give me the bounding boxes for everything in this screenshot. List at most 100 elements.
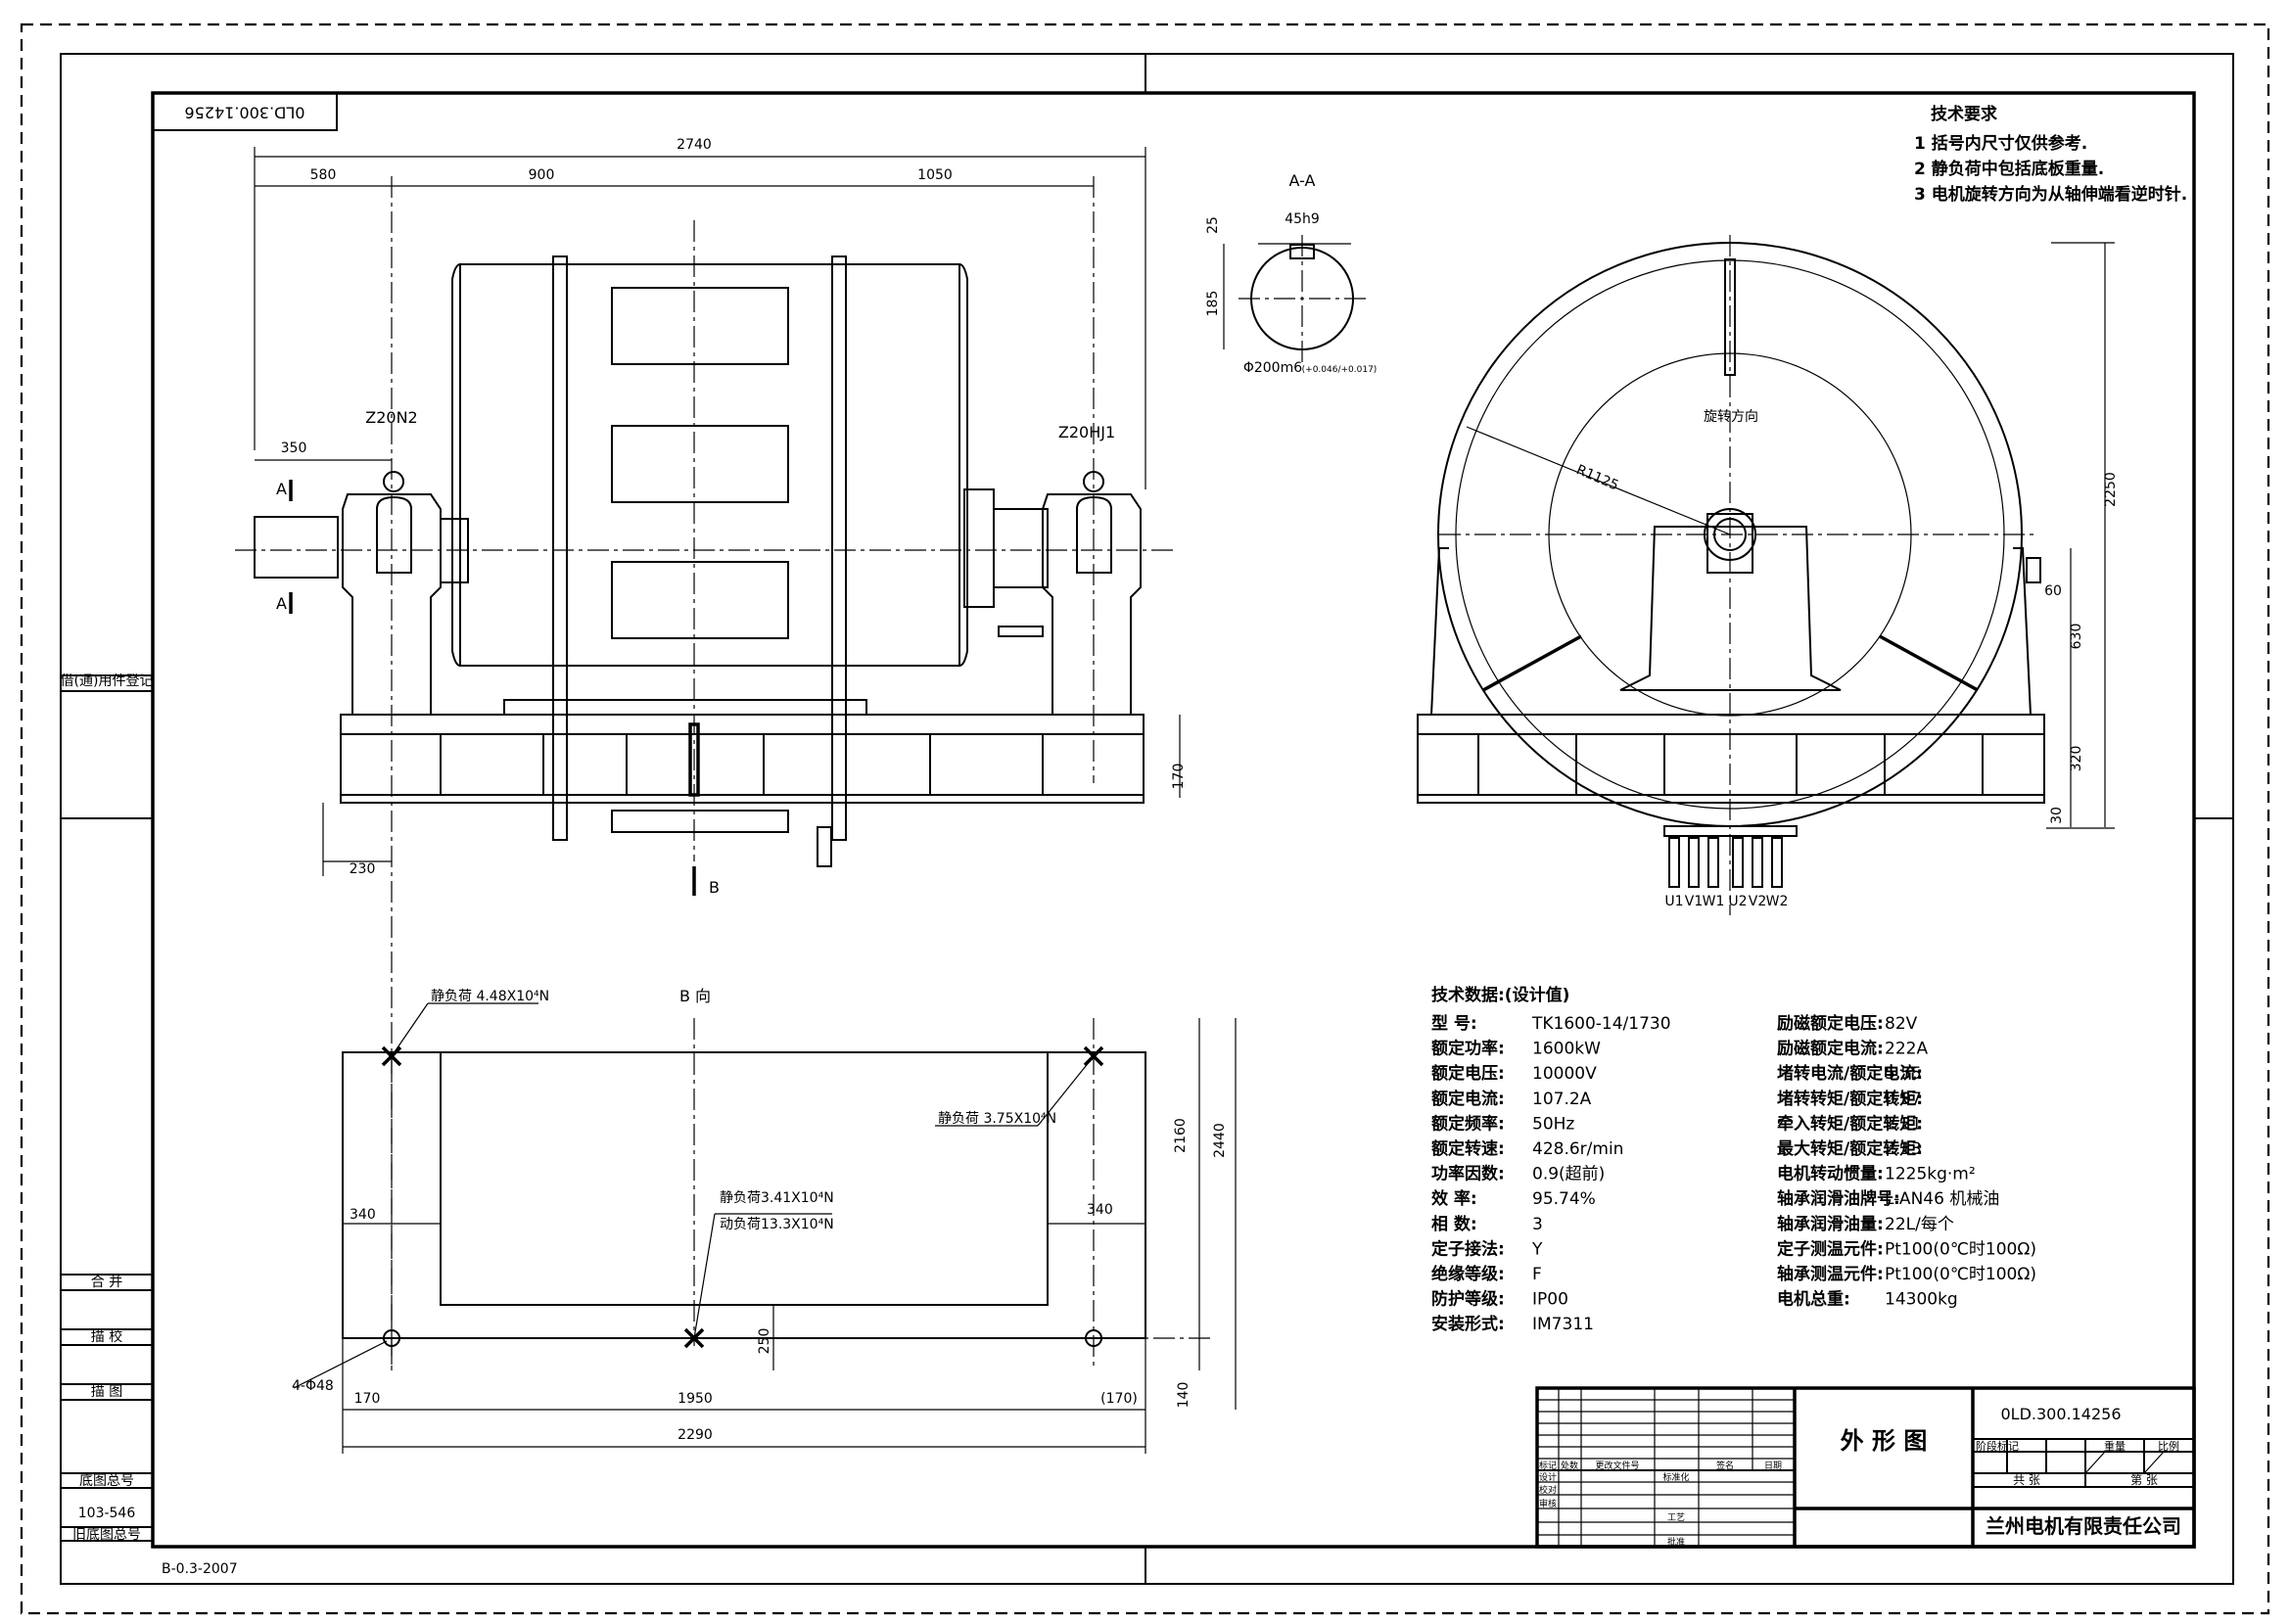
spec-right-key: 轴承测温元件: bbox=[1777, 1264, 1884, 1284]
spec-right-key: 最大转矩/额定转矩: bbox=[1777, 1138, 1923, 1159]
spec-right-value: 14300kg bbox=[1885, 1290, 1958, 1310]
spec-left-key: 额定转速: bbox=[1431, 1138, 1505, 1159]
spec-left-value: TK1600-14/1730 bbox=[1531, 1014, 1671, 1034]
dim-60: 60 bbox=[2044, 583, 2062, 599]
spec-right-value: 5.55 bbox=[1885, 1064, 1922, 1084]
dim-170-ref: (170) bbox=[1100, 1391, 1138, 1407]
spec-right-key: 定子测温元件: bbox=[1777, 1238, 1884, 1259]
strip-cell-e: 底图总号 bbox=[79, 1473, 134, 1489]
drawing-name: 外 形 图 bbox=[1841, 1427, 1928, 1455]
b-view-title: B 向 bbox=[679, 987, 711, 1005]
role-standard: 标准化 bbox=[1662, 1471, 1689, 1483]
col-mark: 标记 bbox=[1539, 1460, 1557, 1471]
role-design: 设计 bbox=[1539, 1471, 1557, 1483]
sheet-index: 第 张 bbox=[2130, 1473, 2158, 1487]
spec-left-key: 型 号: bbox=[1431, 1013, 1477, 1034]
title-number: 0LD.300.14256 bbox=[2000, 1405, 2121, 1423]
terminal-label: U1 bbox=[1664, 894, 1683, 909]
front-view: 2740 580 900 1050 350 230 170 Z20N2 Z20H… bbox=[235, 137, 1187, 1370]
section-a-bottom: A bbox=[276, 594, 287, 613]
dim-900: 900 bbox=[529, 167, 555, 183]
spec-right-value: 0.97 bbox=[1885, 1090, 1922, 1109]
spec-left-value: 95.74% bbox=[1532, 1189, 1596, 1209]
spec-left-value: 107.2A bbox=[1532, 1090, 1592, 1109]
dim-2160: 2160 bbox=[1173, 1118, 1189, 1153]
sheet-frame bbox=[20, 23, 2270, 1615]
spec-right-value: Pt100(0℃时100Ω) bbox=[1885, 1265, 2036, 1284]
drawing-number-rotated: 0LD.300.14256 bbox=[152, 92, 338, 131]
tech-req-2: 2 静负荷中包括底板重量. bbox=[1914, 159, 2104, 179]
side-view: R1125 旋转方向 2250 630 60 320 30 bbox=[1417, 235, 2119, 915]
dim-630: 630 bbox=[2069, 624, 2084, 650]
specs-title: 技术数据:(设计值) bbox=[1431, 985, 1569, 1005]
terminal-lead bbox=[1752, 837, 1763, 888]
spec-left-value: IM7311 bbox=[1532, 1315, 1594, 1334]
tech-req-title: 技术要求 bbox=[1931, 104, 1997, 124]
spec-right-value: Pt100(0℃时100Ω) bbox=[1885, 1239, 2036, 1259]
spec-left-value: 428.6r/min bbox=[1532, 1139, 1623, 1159]
strip-cell-c: 描 校 bbox=[91, 1328, 122, 1345]
dim-2740: 2740 bbox=[677, 137, 712, 153]
specs-right-column: 励磁额定电压:82V励磁额定电流:222A堵转电流/额定电流:5.55堵转转矩/… bbox=[1777, 1013, 2036, 1310]
spec-left-value: 1600kW bbox=[1532, 1040, 1601, 1059]
terminal-lead bbox=[1688, 837, 1700, 888]
terminal-lead bbox=[1707, 837, 1719, 888]
dim-230: 230 bbox=[350, 861, 376, 877]
col-count: 处数 bbox=[1561, 1460, 1578, 1471]
dim-340-right: 340 bbox=[1087, 1202, 1113, 1218]
load-1: 静负荷 4.48X10⁴N bbox=[431, 989, 549, 1004]
tech-requirements: 技术要求 1 括号内尺寸仅供参考. 2 静负荷中包括底板重量. 3 电机旋转方向… bbox=[1914, 104, 2187, 205]
spec-left-value: 50Hz bbox=[1532, 1114, 1574, 1134]
sheet-total: 共 张 bbox=[2013, 1473, 2040, 1487]
load-3: 静负荷3.41X10⁴N bbox=[720, 1190, 834, 1206]
dim-185: 185 bbox=[1205, 291, 1221, 317]
spec-right-key: 励磁额定电流: bbox=[1777, 1039, 1884, 1059]
spec-left-value: 0.9(超前) bbox=[1532, 1165, 1605, 1184]
section-aa: A-A 45h9 25 185 Φ200m6 (+0.046/+0.017) bbox=[1205, 171, 1377, 376]
spec-left-key: 额定电压: bbox=[1431, 1063, 1505, 1084]
role-review: 审核 bbox=[1539, 1498, 1557, 1509]
dim-1950: 1950 bbox=[678, 1391, 713, 1407]
bolt-holes: 4-Φ48 bbox=[292, 1378, 334, 1394]
bearing-right-label: Z20HJ1 bbox=[1058, 423, 1115, 441]
terminal-label: V1 bbox=[1685, 894, 1703, 909]
strip-cell-a: 借(通)用件登记 bbox=[61, 673, 154, 689]
col-sign: 签名 bbox=[1716, 1460, 1734, 1471]
role-approve: 批准 bbox=[1667, 1536, 1685, 1548]
role-process: 工艺 bbox=[1667, 1512, 1685, 1523]
spec-right-key: 堵转转矩/额定转矩: bbox=[1777, 1089, 1923, 1109]
spec-left-value: F bbox=[1532, 1265, 1542, 1284]
load-2: 静负荷 3.75X10⁴N bbox=[938, 1111, 1056, 1127]
spec-left-key: 相 数: bbox=[1431, 1214, 1477, 1234]
spec-right-value: 2.13 bbox=[1885, 1139, 1922, 1159]
rotation-direction: 旋转方向 bbox=[1704, 409, 1758, 425]
meta-scale: 比例 bbox=[2158, 1439, 2179, 1453]
strip-cell-g: 103-546 bbox=[78, 1506, 136, 1521]
spec-right-value: L-AN46 机械油 bbox=[1885, 1189, 1999, 1209]
title-block: 0LD.300.14256 阶段标记 重量 比例 共 张 第 张 外 形 图 兰… bbox=[1535, 1386, 2196, 1549]
tech-req-1: 1 括号内尺寸仅供参考. bbox=[1914, 133, 2087, 154]
spec-left-value: 10000V bbox=[1532, 1064, 1597, 1084]
meta-weight: 重量 bbox=[2104, 1439, 2126, 1453]
strip-cell-d: 描 图 bbox=[91, 1384, 122, 1400]
terminal-lead bbox=[1668, 837, 1680, 888]
b-view: B 向 静负荷 4.48X10⁴N 静负荷 3.75X10⁴N 静负荷3.41X… bbox=[292, 987, 1237, 1454]
dim-25: 25 bbox=[1205, 216, 1221, 234]
spec-right-value: 1.21 bbox=[1885, 1114, 1922, 1134]
dim-30: 30 bbox=[2049, 807, 2065, 824]
spec-right-key: 轴承润滑油量: bbox=[1777, 1214, 1884, 1234]
dim-250: 250 bbox=[757, 1328, 772, 1355]
shaft-tolerance: (+0.046/+0.017) bbox=[1302, 365, 1378, 375]
load-4: 动负荷13.3X10⁴N bbox=[720, 1217, 834, 1232]
spec-left-key: 额定频率: bbox=[1431, 1113, 1505, 1134]
dim-2290: 2290 bbox=[678, 1427, 713, 1443]
role-check: 校对 bbox=[1539, 1484, 1557, 1496]
spec-left-key: 绝缘等级: bbox=[1431, 1264, 1505, 1284]
format-code: B-0.3-2007 bbox=[162, 1561, 238, 1577]
spec-left-key: 额定电流: bbox=[1431, 1089, 1505, 1109]
spec-right-value: 222A bbox=[1885, 1040, 1928, 1059]
terminal-lead bbox=[1771, 837, 1783, 888]
spec-left-value: IP00 bbox=[1532, 1290, 1568, 1310]
